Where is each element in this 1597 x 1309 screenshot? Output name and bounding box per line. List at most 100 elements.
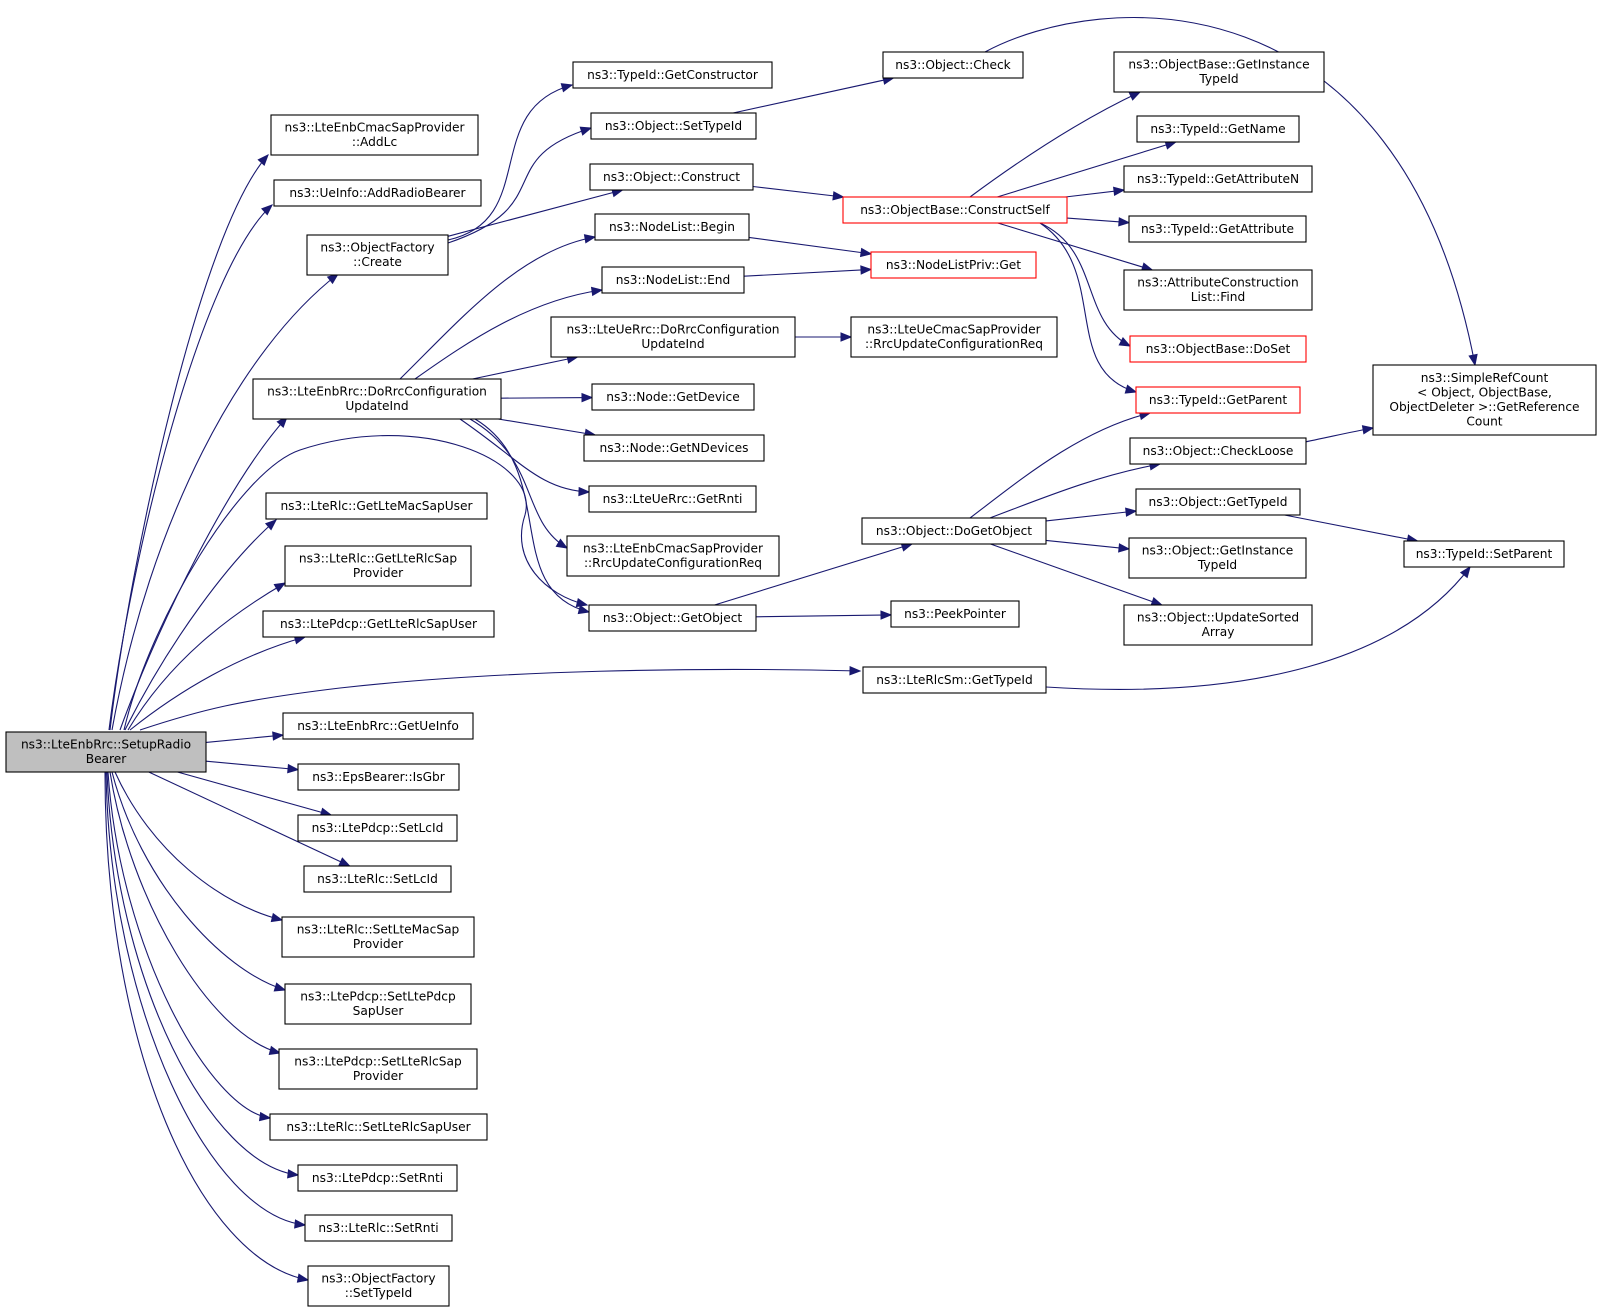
node-box [890,600,1020,628]
edge-root-to-addradiobearer [108,204,273,731]
edge-dorrc-enb-to-uerrc-getrnti [459,418,591,497]
node-objbase-doset[interactable]: ns3::ObjectBase::DoSet [1129,335,1307,363]
node-label: SapUser [353,1004,405,1018]
node-obj-checkloose[interactable]: ns3::Object::CheckLoose [1129,437,1307,465]
node-peekpointer[interactable]: ns3::PeekPointer [890,600,1020,628]
node-nodelistpriv-get[interactable]: ns3::NodeListPriv::Get [870,251,1037,279]
node-setlterlcsapuser[interactable]: ns3::LteRlc::SetLteRlcSapUser [269,1113,488,1141]
node-obj-construct[interactable]: ns3::Object::Construct [589,163,754,191]
node-enbcmac-rrcupdate[interactable]: ns3::LteEnbCmacSapProvider::RrcUpdateCon… [566,535,780,577]
node-rlc-setrnti[interactable]: ns3::LteRlc::SetRnti [304,1214,453,1242]
node-label: ns3::LteRlc::SetLteRlcSapUser [286,1120,471,1134]
node-dorrc-enb[interactable]: ns3::LteEnbRrc::DoRrcConfigurationUpdate… [252,378,502,420]
edge-objfactory-create-to-getconstructor [447,83,574,241]
node-box [589,163,754,191]
node-getlterlcsapuser[interactable]: ns3::LtePdcp::GetLteRlcSapUser [262,610,495,638]
edge-root-to-setltemacsapprovider [114,771,284,923]
node-box [284,545,472,587]
node-pdcp-setrnti[interactable]: ns3::LtePdcp::SetRnti [297,1164,458,1192]
node-lterlcsm-gettypeid[interactable]: ns3::LteRlcSm::GetTypeId [862,666,1047,694]
edge-nodelist-begin-to-nodelistpriv-get [748,236,873,258]
node-uecmac-rrcupdate[interactable]: ns3::LteUeCmacSapProvider::RrcUpdateConf… [850,316,1058,358]
node-label: TypeId [1198,72,1238,86]
node-box [273,179,482,207]
node-typeid-getname[interactable]: ns3::TypeId::GetName [1136,115,1300,143]
node-box [1135,488,1301,516]
node-addlc[interactable]: ns3::LteEnbCmacSapProvider::AddLc [270,114,479,156]
node-box [262,610,495,638]
edge-obj-dogetobject-to-obj-checkloose [989,461,1162,519]
node-box [588,485,757,513]
node-label: ns3::TypeId::GetName [1150,122,1285,136]
node-node-getdevice[interactable]: ns3::Node::GetDevice [591,383,755,411]
node-label: ns3::LteUeRrc::DoRrcConfiguration [566,323,779,337]
node-label: ObjectDeleter >::GetReference [1389,400,1579,414]
node-getueinfo[interactable]: ns3::LteEnbRrc::GetUeInfo [282,712,474,740]
node-label: ns3::Object::UpdateSorted [1137,611,1299,625]
node-box [583,434,765,462]
node-dorrc-ue[interactable]: ns3::LteUeRrc::DoRrcConfigurationUpdateI… [550,316,796,358]
node-getconstructor[interactable]: ns3::TypeId::GetConstructor [572,61,773,89]
edge-constructself-to-objbase-doset [1039,222,1132,347]
node-box [1123,269,1313,311]
edge-obj-checkloose-to-simplerefcount [1299,425,1375,444]
node-box [1123,165,1313,193]
node-label: < Object, ObjectBase, [1417,386,1552,400]
node-box [282,712,474,740]
node-label: ns3::NodeListPriv::Get [886,258,1021,272]
node-nodelist-end[interactable]: ns3::NodeList::End [601,266,745,294]
node-typeid-getparent[interactable]: ns3::TypeId::GetParent [1135,386,1301,414]
node-box [278,1048,478,1090]
node-label: ns3::TypeId::GetConstructor [587,68,759,82]
edge-obj-dogetobject-to-obj-gettypeid [1045,507,1138,522]
node-obj-dogetobject[interactable]: ns3::Object::DoGetObject [861,517,1047,545]
node-typeid-getattribute[interactable]: ns3::TypeId::GetAttribute [1128,215,1307,243]
node-label: ns3::LteRlc::SetLteMacSap [297,923,460,937]
node-label: ns3::LteRlc::GetLteMacSapUser [280,499,473,513]
node-box [550,316,796,358]
node-box [1123,604,1313,646]
node-label: ns3::Object::Construct [603,170,740,184]
node-simplerefcount[interactable]: ns3::SimpleRefCount< Object, ObjectBase,… [1372,364,1597,436]
node-pdcp-setlcid[interactable]: ns3::LtePdcp::SetLcId [297,814,458,842]
node-typeid-setparent[interactable]: ns3::TypeId::SetParent [1403,540,1565,568]
node-obj-gettypeid[interactable]: ns3::Object::GetTypeId [1135,488,1301,516]
node-constructself[interactable]: ns3::ObjectBase::ConstructSelf [842,196,1068,224]
node-addradiobearer[interactable]: ns3::UeInfo::AddRadioBearer [273,179,482,207]
node-box [269,1113,488,1141]
node-label: ns3::TypeId::GetAttribute [1141,222,1294,236]
node-isgbr[interactable]: ns3::EpsBearer::IsGbr [297,763,460,791]
node-box [1403,540,1565,568]
node-uerrc-getrnti[interactable]: ns3::LteUeRrc::GetRnti [588,485,757,513]
node-obj-settypeid[interactable]: ns3::Object::SetTypeId [590,112,757,140]
node-box [297,1164,458,1192]
edge-root-to-dorrc-enb [119,416,288,731]
node-node-getndevices[interactable]: ns3::Node::GetNDevices [583,434,765,462]
edge-root-to-setlterlcsapuser [107,771,272,1122]
node-obj-check[interactable]: ns3::Object::Check [882,51,1024,79]
node-objfactory-create[interactable]: ns3::ObjectFactory::Create [306,234,449,276]
edge-root-to-rlc-setlcid [148,771,351,867]
node-rlc-setlcid[interactable]: ns3::LteRlc::SetLcId [303,865,452,893]
node-label: ns3::AttributeConstruction [1137,276,1298,290]
node-obj-getobject[interactable]: ns3::Object::GetObject [588,604,757,632]
node-box [591,383,755,411]
node-label: ns3::EpsBearer::IsGbr [312,770,446,784]
node-getltemacsapuser[interactable]: ns3::LteRlc::GetLteMacSapUser [265,492,488,520]
node-label: Provider [353,1069,404,1083]
node-nodelist-begin[interactable]: ns3::NodeList::Begin [594,213,750,241]
node-label: ns3::ObjectBase::DoSet [1146,342,1291,356]
node-typeid-getattributen[interactable]: ns3::TypeId::GetAttributeN [1123,165,1313,193]
node-objfactory-settypeid[interactable]: ns3::ObjectFactory::SetTypeId [307,1265,450,1307]
node-label: ns3::ObjectBase::GetInstance [1128,58,1309,72]
node-label: ns3::LteEnbRrc::DoRrcConfiguration [267,385,487,399]
